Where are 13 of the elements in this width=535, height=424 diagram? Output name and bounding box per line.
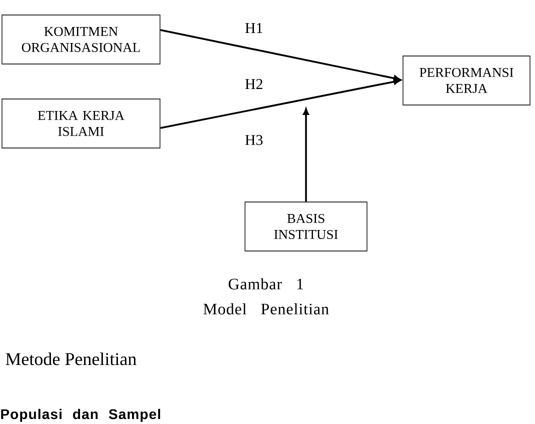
concept-box: ETIKA KERJA ISLAMI: [2, 98, 160, 148]
edge-label: H3: [244, 134, 264, 146]
section-heading: Metode Penelitian: [6, 352, 136, 366]
arrow: [160, 29, 400, 82]
figure-caption: Gambar 1 Model Penelitian: [203, 278, 329, 314]
edge-label: H2: [244, 78, 264, 90]
subsection-heading: Populasi dan Sampel: [1, 408, 160, 422]
arrow: [160, 78, 400, 129]
concept-box: PERFORMANSI KERJA: [402, 56, 530, 106]
arrow: [303, 108, 309, 202]
concept-box: KOMITMEN ORGANISASIONAL: [2, 14, 160, 64]
concept-box: BASIS INSTITUSI: [244, 202, 368, 252]
edge-label: H1: [244, 22, 264, 34]
